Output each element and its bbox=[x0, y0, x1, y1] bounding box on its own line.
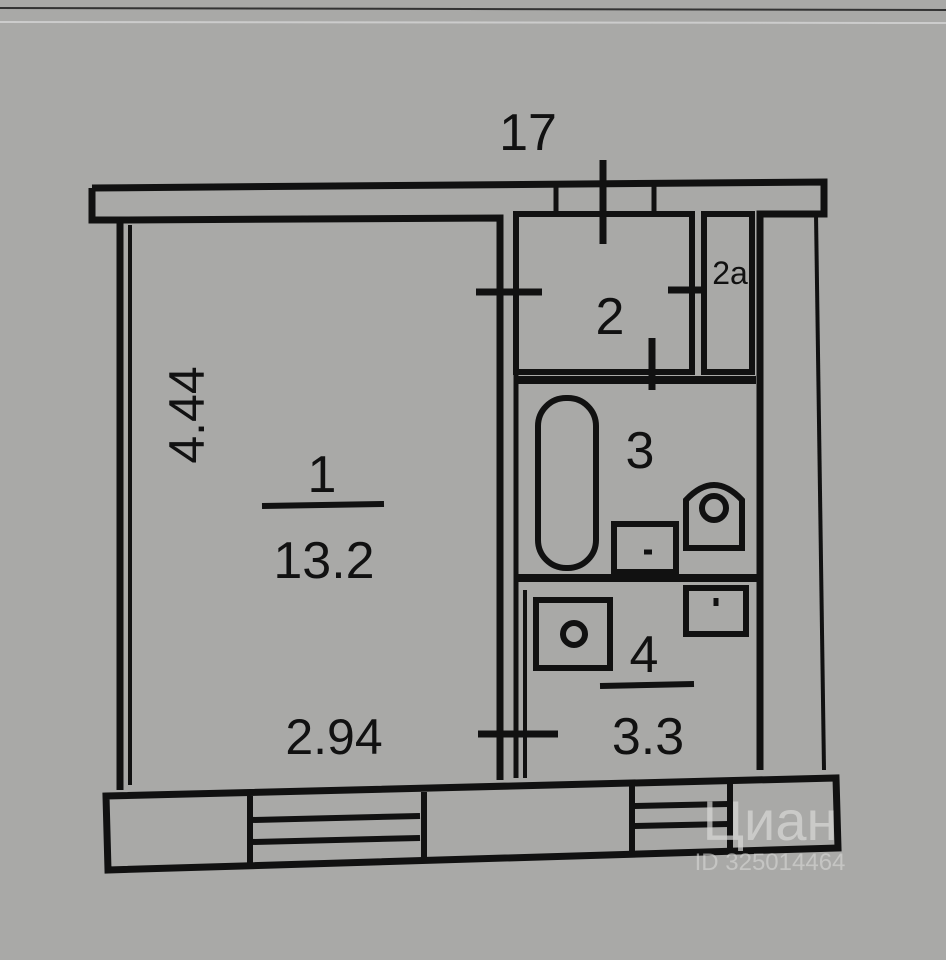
room-2a-number: 2a bbox=[712, 255, 748, 291]
room-1-area: 13.2 bbox=[273, 532, 374, 590]
room-4-area: 3.3 bbox=[612, 708, 684, 766]
side-dimension: 4.44 bbox=[159, 366, 215, 463]
room-1-number: 1 bbox=[308, 446, 337, 504]
room-3-number: 3 bbox=[626, 422, 655, 480]
fixtures bbox=[533, 395, 749, 671]
room-2-number: 2 bbox=[596, 288, 625, 346]
stove-icon bbox=[533, 597, 613, 671]
top-dimension: 17 bbox=[499, 104, 557, 162]
sink-icon bbox=[611, 521, 679, 575]
walls bbox=[88, 160, 842, 874]
room-4-number: 4 bbox=[630, 626, 659, 684]
watermark-id: ID 325014464 bbox=[695, 849, 846, 876]
toilet-icon bbox=[683, 482, 745, 551]
bathtub-icon bbox=[535, 395, 599, 571]
bottom-dimension: 2.94 bbox=[285, 709, 382, 765]
watermark-brand: Циан bbox=[703, 789, 838, 852]
